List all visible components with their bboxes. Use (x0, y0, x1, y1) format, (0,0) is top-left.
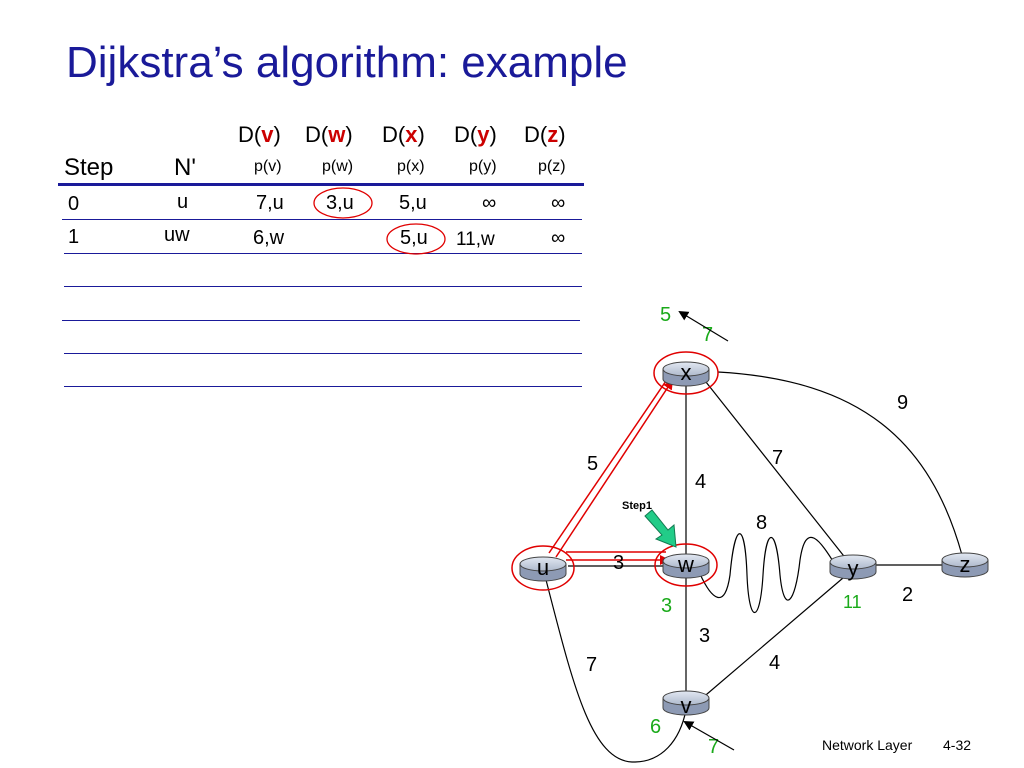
header-dv-suffix: ) (273, 122, 281, 147)
header-dx-suffix: ) (417, 122, 425, 147)
footer-page-number: 4-32 (943, 737, 972, 753)
weight-x-z: 9 (897, 392, 908, 414)
table-row-rule (64, 286, 582, 287)
header-dw-prefix: D( (305, 122, 329, 147)
header-py: p(y) (469, 158, 497, 175)
header-dx-letter: x (405, 122, 418, 147)
weight-y-z: 2 (902, 584, 913, 606)
annotation-w-new: 3 (661, 595, 672, 617)
header-dw-letter: w (328, 122, 346, 147)
header-dv: D(v) (238, 122, 281, 148)
router-z (941, 552, 989, 578)
row0-dv: 7,u (256, 192, 284, 214)
node-label-u: u (537, 555, 549, 580)
weight-u-v: 7 (586, 654, 597, 676)
row1-step: 1 (68, 226, 80, 248)
header-nprime: N' (174, 154, 196, 181)
header-dy-letter: y (477, 122, 490, 147)
weight-x-y: 7 (772, 447, 783, 469)
row0-step: 0 (68, 193, 80, 215)
node-label-x: x (681, 360, 692, 385)
header-dv-prefix: D( (238, 122, 262, 147)
row1-dz: ∞ (551, 227, 566, 249)
update-arrow-x (678, 310, 729, 342)
table-row-rule (64, 386, 582, 387)
table-row-rule (64, 253, 582, 254)
header-dv-letter: v (261, 122, 274, 147)
path-u-x-upper (548, 377, 669, 554)
row0-dx: 5,u (399, 192, 427, 214)
header-dw-suffix: ) (345, 122, 353, 147)
header-pz: p(z) (538, 158, 566, 175)
header-step: Step (64, 154, 114, 181)
weight-v-y: 4 (769, 652, 780, 674)
header-dz-suffix: ) (558, 122, 566, 147)
row1-dy: 11,w (456, 229, 495, 250)
row0-dy: ∞ (482, 192, 497, 214)
header-dy-prefix: D( (454, 122, 478, 147)
header-px: p(x) (397, 158, 425, 175)
annotation-y-new: 11 (843, 592, 862, 612)
page-title: Dijkstra’s algorithm: example (66, 38, 628, 87)
highlight-ring-w (654, 543, 718, 587)
weight-x-w: 4 (695, 471, 706, 493)
annotation-v-new: 6 (650, 716, 661, 738)
weight-u-w: 3 (613, 552, 624, 574)
header-dy: D(y) (454, 122, 497, 148)
update-arrow-v (683, 721, 735, 751)
header-dx-prefix: D( (382, 122, 406, 147)
row1-dv: 6,w (253, 227, 285, 249)
table-header-rule (58, 183, 584, 186)
header-dz: D(z) (524, 122, 566, 148)
header-dz-letter: z (547, 122, 559, 147)
step1-label: Step1 (622, 500, 652, 512)
path-u-x (555, 379, 674, 558)
weight-w-y: 8 (756, 512, 767, 534)
table-row-rule (64, 353, 582, 354)
annotation-v-old: 7 (708, 736, 719, 758)
edge-w-y-squiggle (699, 533, 837, 613)
highlight-ring-x (653, 351, 719, 395)
step1-arrow-icon (644, 509, 677, 548)
annotation-x-old: 7 (702, 324, 713, 346)
header-dy-suffix: ) (489, 122, 497, 147)
edge-u-v (544, 575, 687, 763)
header-pw: p(w) (322, 158, 354, 175)
edge-x-y (701, 376, 848, 561)
edge-x-z (717, 371, 963, 556)
row1-nprime: uw (164, 224, 190, 246)
row0-nprime: u (177, 191, 189, 213)
router-x (653, 351, 719, 395)
node-label-y: y (848, 556, 859, 581)
node-label-z: z (960, 552, 971, 577)
router-w (654, 543, 718, 587)
router-v (662, 690, 710, 716)
header-pv: p(v) (254, 158, 282, 175)
router-y (829, 554, 877, 580)
weight-u-x: 5 (587, 453, 598, 475)
weight-w-v: 3 (699, 625, 710, 647)
node-label-v: v (681, 693, 692, 718)
annotation-x-new: 5 (660, 304, 671, 326)
header-dw: D(w) (305, 122, 353, 148)
highlight-ring-u (511, 545, 575, 591)
router-u (511, 545, 575, 591)
table-row-rule (62, 320, 580, 321)
table-row-rule (62, 219, 582, 220)
row0-dz: ∞ (551, 192, 566, 214)
edge-v-y (699, 571, 851, 701)
header-dz-prefix: D( (524, 122, 548, 147)
footer-section: Network Layer (822, 737, 913, 753)
node-label-w: w (677, 552, 694, 577)
header-dx: D(x) (382, 122, 425, 148)
